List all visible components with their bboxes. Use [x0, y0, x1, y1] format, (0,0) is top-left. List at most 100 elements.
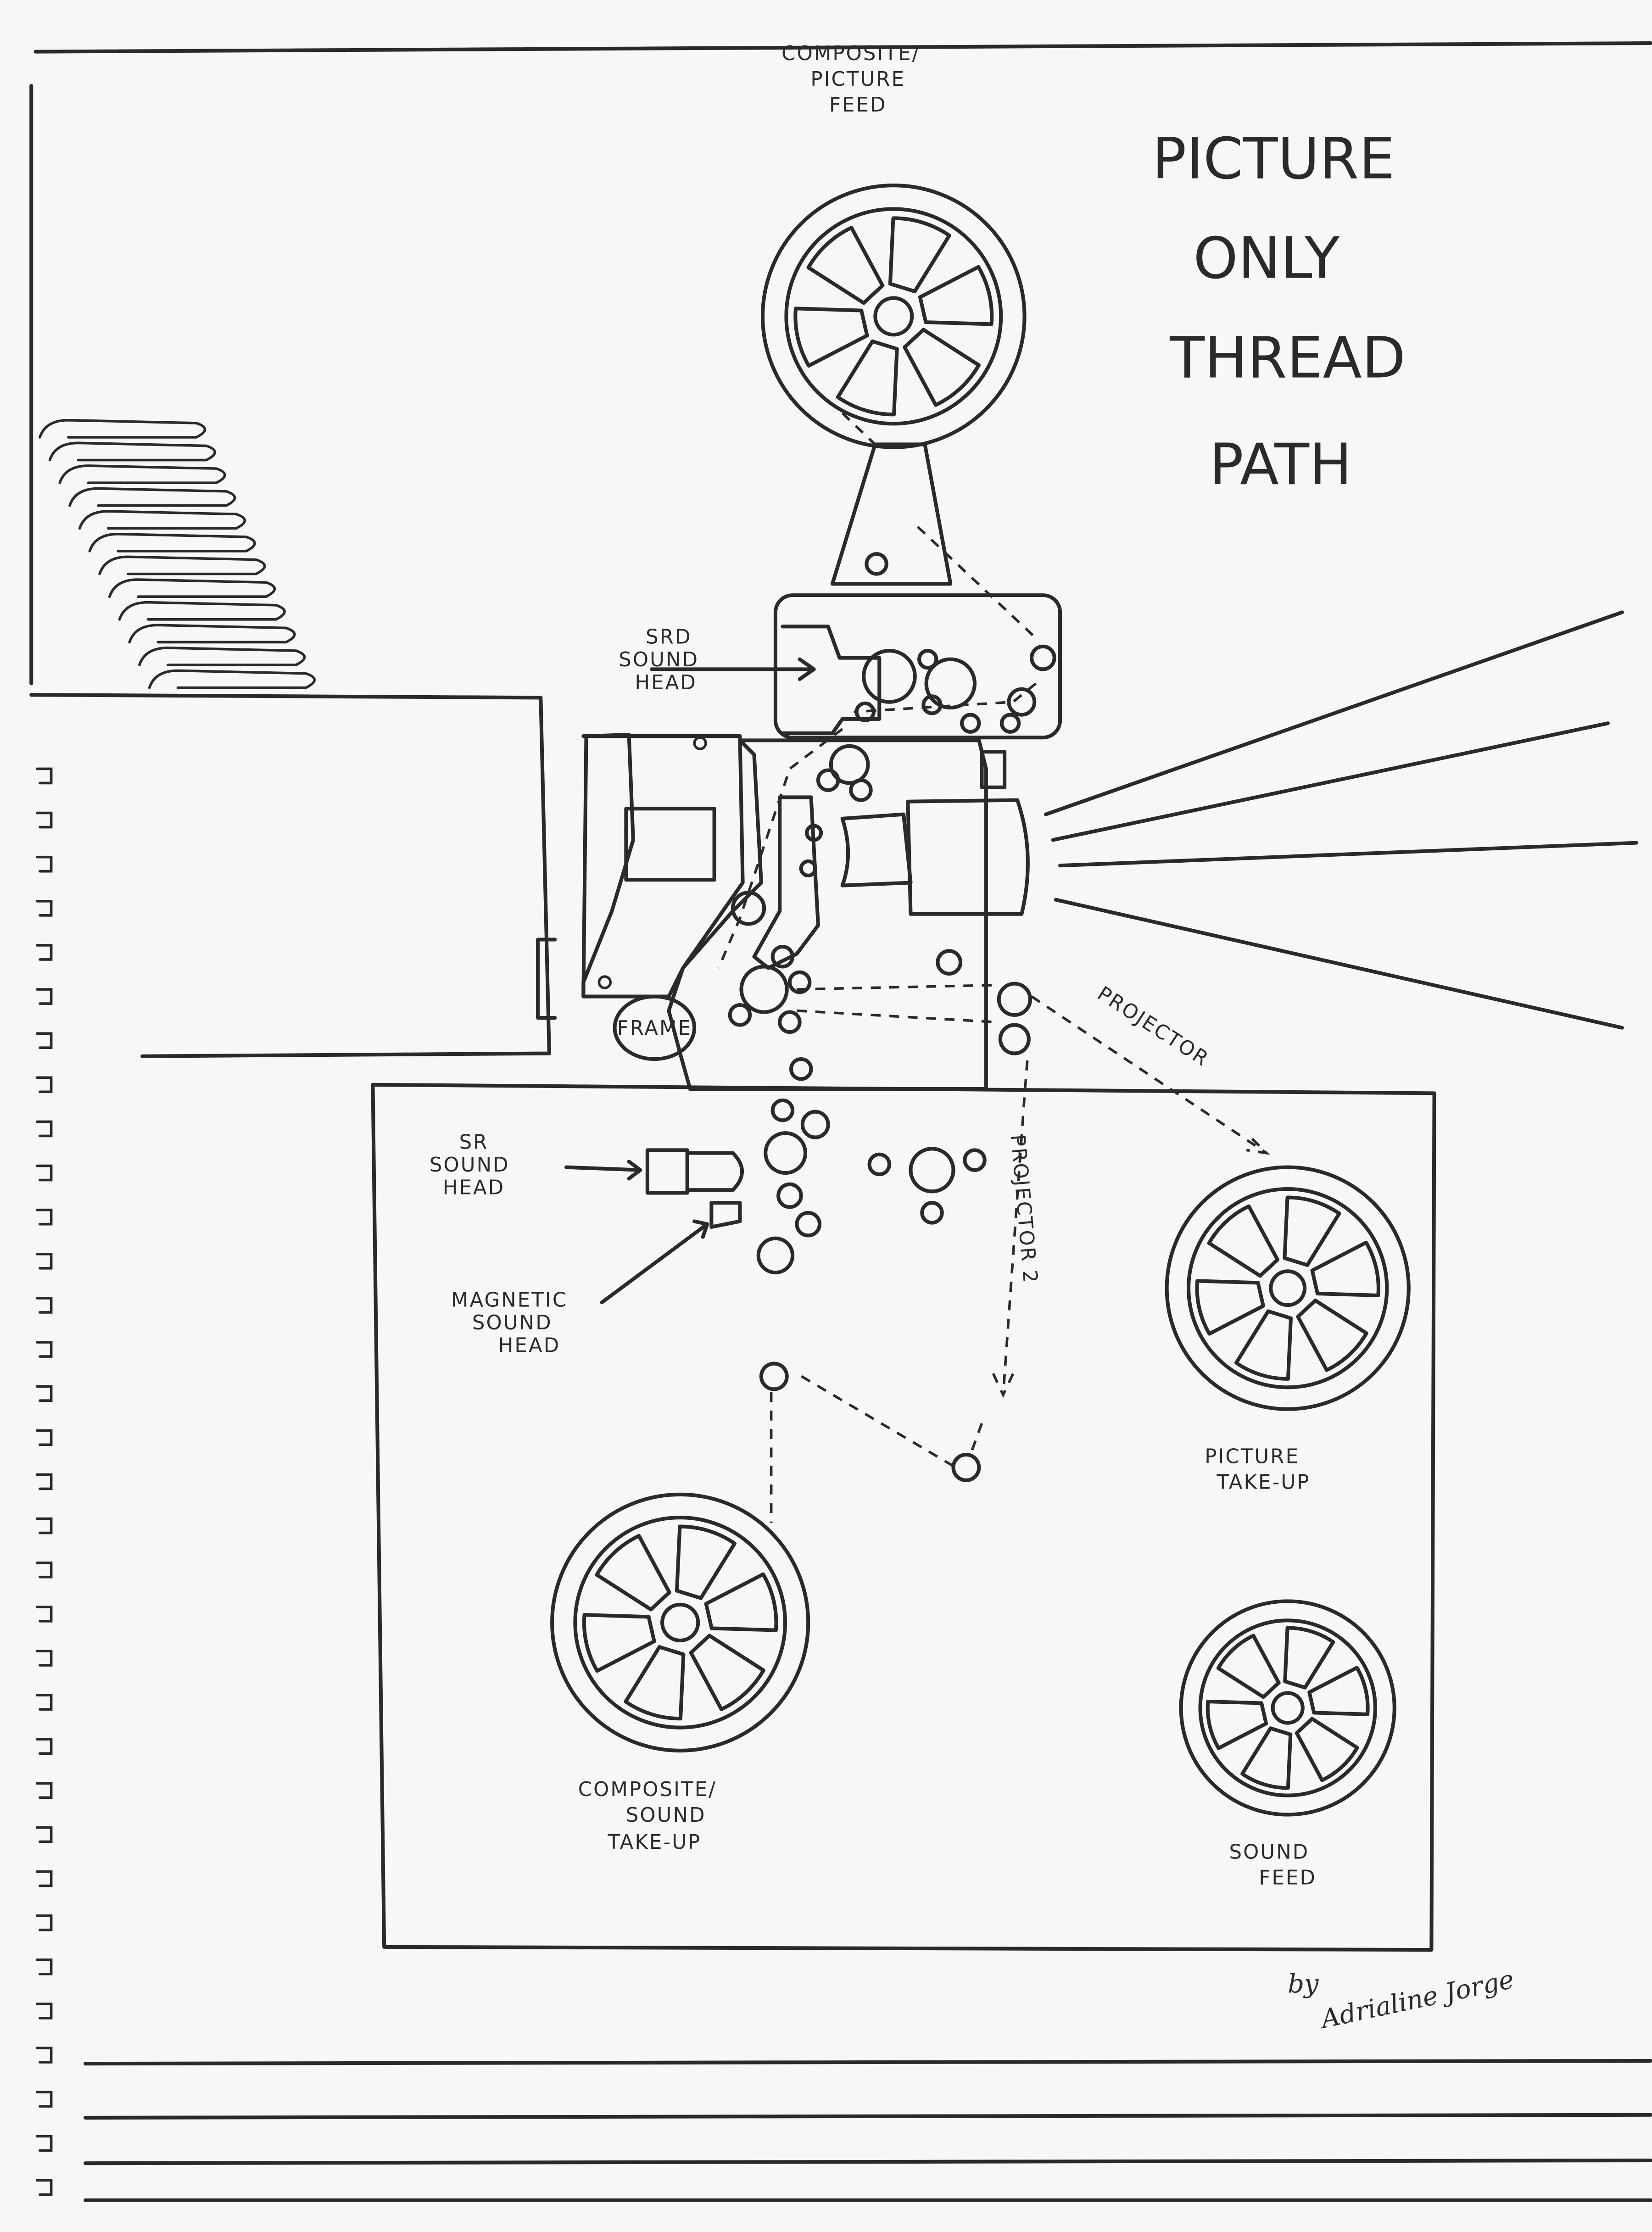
- title-line-2: ONLY: [1193, 226, 1339, 292]
- label-srd-3: HEAD: [635, 671, 697, 694]
- notebook-binding-marks: [35, 767, 53, 2196]
- signature: by Adrialine Jorge: [1288, 1964, 1517, 2035]
- projector-path-label: PROJECTOR: [1093, 982, 1213, 1071]
- coil: [78, 510, 246, 530]
- reel-cutout: [1283, 1195, 1341, 1267]
- binding-mark: [35, 944, 53, 961]
- reel-cutout: [1195, 1279, 1265, 1336]
- binding-mark: [35, 1738, 53, 1755]
- spiral-coils: [39, 418, 316, 689]
- binding-mark: [35, 1914, 53, 1931]
- binding-mark: [35, 1120, 53, 1138]
- projector-housing: FRAME: [29, 693, 1032, 1091]
- coil: [138, 647, 306, 666]
- label-picture-take-up-1: PICTURE: [1205, 1445, 1300, 1468]
- reel-cutout: [704, 1572, 778, 1632]
- label-sr-1: SR: [459, 1131, 489, 1154]
- reel-cutout: [1206, 1699, 1268, 1750]
- signature-by: by: [1288, 1969, 1319, 1999]
- reel-picture-take-up: [1165, 1165, 1411, 1411]
- label-composite-sound-2: SOUND: [626, 1804, 706, 1827]
- reel-cutout: [582, 1613, 656, 1673]
- reel-cutout: [806, 226, 885, 305]
- binding-mark: [35, 1429, 53, 1446]
- binding-mark: [35, 1252, 53, 1270]
- label-sound-feed-2: FEED: [1259, 1866, 1317, 1889]
- label-magnetic-3: HEAD: [498, 1334, 561, 1357]
- binding-mark: [35, 1782, 53, 1799]
- reel-composite-sound-take-up: [550, 1492, 810, 1752]
- label-composite-sound-1: COMPOSITE/: [578, 1778, 717, 1801]
- reel-cutout: [1295, 1717, 1359, 1782]
- binding-mark: [35, 1517, 53, 1534]
- binding-mark: [35, 2047, 53, 2064]
- label-picture-take-up-2: TAKE-UP: [1216, 1471, 1310, 1494]
- reel-cutout: [903, 328, 981, 407]
- coil: [88, 532, 256, 552]
- binding-mark: [35, 1826, 53, 1843]
- reel-cutout: [888, 216, 951, 294]
- reel-cutout: [624, 1645, 686, 1721]
- coil: [108, 578, 276, 598]
- projector-light-beams: [1044, 610, 1638, 1030]
- label-composite-sound-3: TAKE-UP: [607, 1831, 701, 1854]
- reel-cutout: [1207, 1204, 1280, 1278]
- label-composite-picture-feed-3: FEED: [829, 94, 887, 117]
- binding-mark: [35, 2179, 53, 2196]
- reel-cutout: [793, 307, 869, 368]
- coil: [128, 624, 296, 644]
- arm-pivot: [865, 552, 888, 576]
- label-composite-picture-feed-1: COMPOSITE/: [781, 42, 920, 65]
- frame-label: FRAME: [617, 1017, 692, 1040]
- binding-mark: [35, 1473, 53, 1490]
- reel-cutout: [1296, 1299, 1368, 1372]
- reel-cutout: [1240, 1726, 1293, 1790]
- reel-cutout: [836, 339, 899, 417]
- reel-cutout: [1310, 1240, 1380, 1298]
- binding-mark: [35, 899, 53, 917]
- reels: [550, 184, 1411, 1817]
- reel-cutout: [918, 265, 994, 326]
- feed-reel-arm: [830, 442, 953, 586]
- reel-cutout: [689, 1634, 765, 1711]
- coil: [68, 487, 236, 507]
- signature-name: Adrialine Jorge: [1316, 1964, 1517, 2035]
- binding-mark: [35, 1694, 53, 1711]
- projector-2-path-label: PROJECTOR 2: [1006, 1133, 1042, 1285]
- label-sound-feed-1: SOUND: [1229, 1841, 1309, 1864]
- label-srd-2: SOUND: [619, 648, 699, 671]
- reel-cutout: [1234, 1309, 1293, 1381]
- label-sr-3: HEAD: [443, 1177, 505, 1200]
- binding-mark: [35, 1870, 53, 1887]
- lower-cabinet: [371, 1083, 1436, 1952]
- page-title: PICTURE ONLY THREAD PATH: [1152, 126, 1406, 498]
- binding-mark: [35, 1076, 53, 1094]
- label-composite-picture-feed-2: PICTURE: [810, 68, 905, 91]
- thread-path-arrows: PROJECTOR PROJECTOR 2: [717, 412, 1270, 1523]
- coil: [98, 555, 266, 575]
- binding-mark: [35, 767, 53, 785]
- label-sr-2: SOUND: [430, 1154, 510, 1177]
- reel-cutout: [1307, 1666, 1370, 1716]
- label-magnetic-1: MAGNETIC: [451, 1289, 568, 1312]
- binding-mark: [35, 1297, 53, 1314]
- binding-mark: [35, 811, 53, 829]
- coil: [118, 601, 286, 621]
- binding-mark: [35, 1032, 53, 1049]
- page-lines: [29, 41, 1652, 2202]
- coil: [148, 669, 316, 689]
- title-line-3: THREAD: [1169, 325, 1406, 391]
- reel-cutout: [595, 1534, 671, 1612]
- binding-mark: [35, 855, 53, 873]
- binding-mark: [35, 1958, 53, 1975]
- label-srd-1: SRD: [646, 626, 692, 649]
- binding-mark: [35, 1605, 53, 1623]
- binding-mark: [35, 1164, 53, 1182]
- reel-cutout: [1283, 1626, 1335, 1690]
- coil: [58, 464, 226, 484]
- reel-cutout: [675, 1524, 737, 1600]
- coil: [48, 441, 216, 462]
- coil: [39, 418, 206, 439]
- binding-mark: [35, 2091, 53, 2108]
